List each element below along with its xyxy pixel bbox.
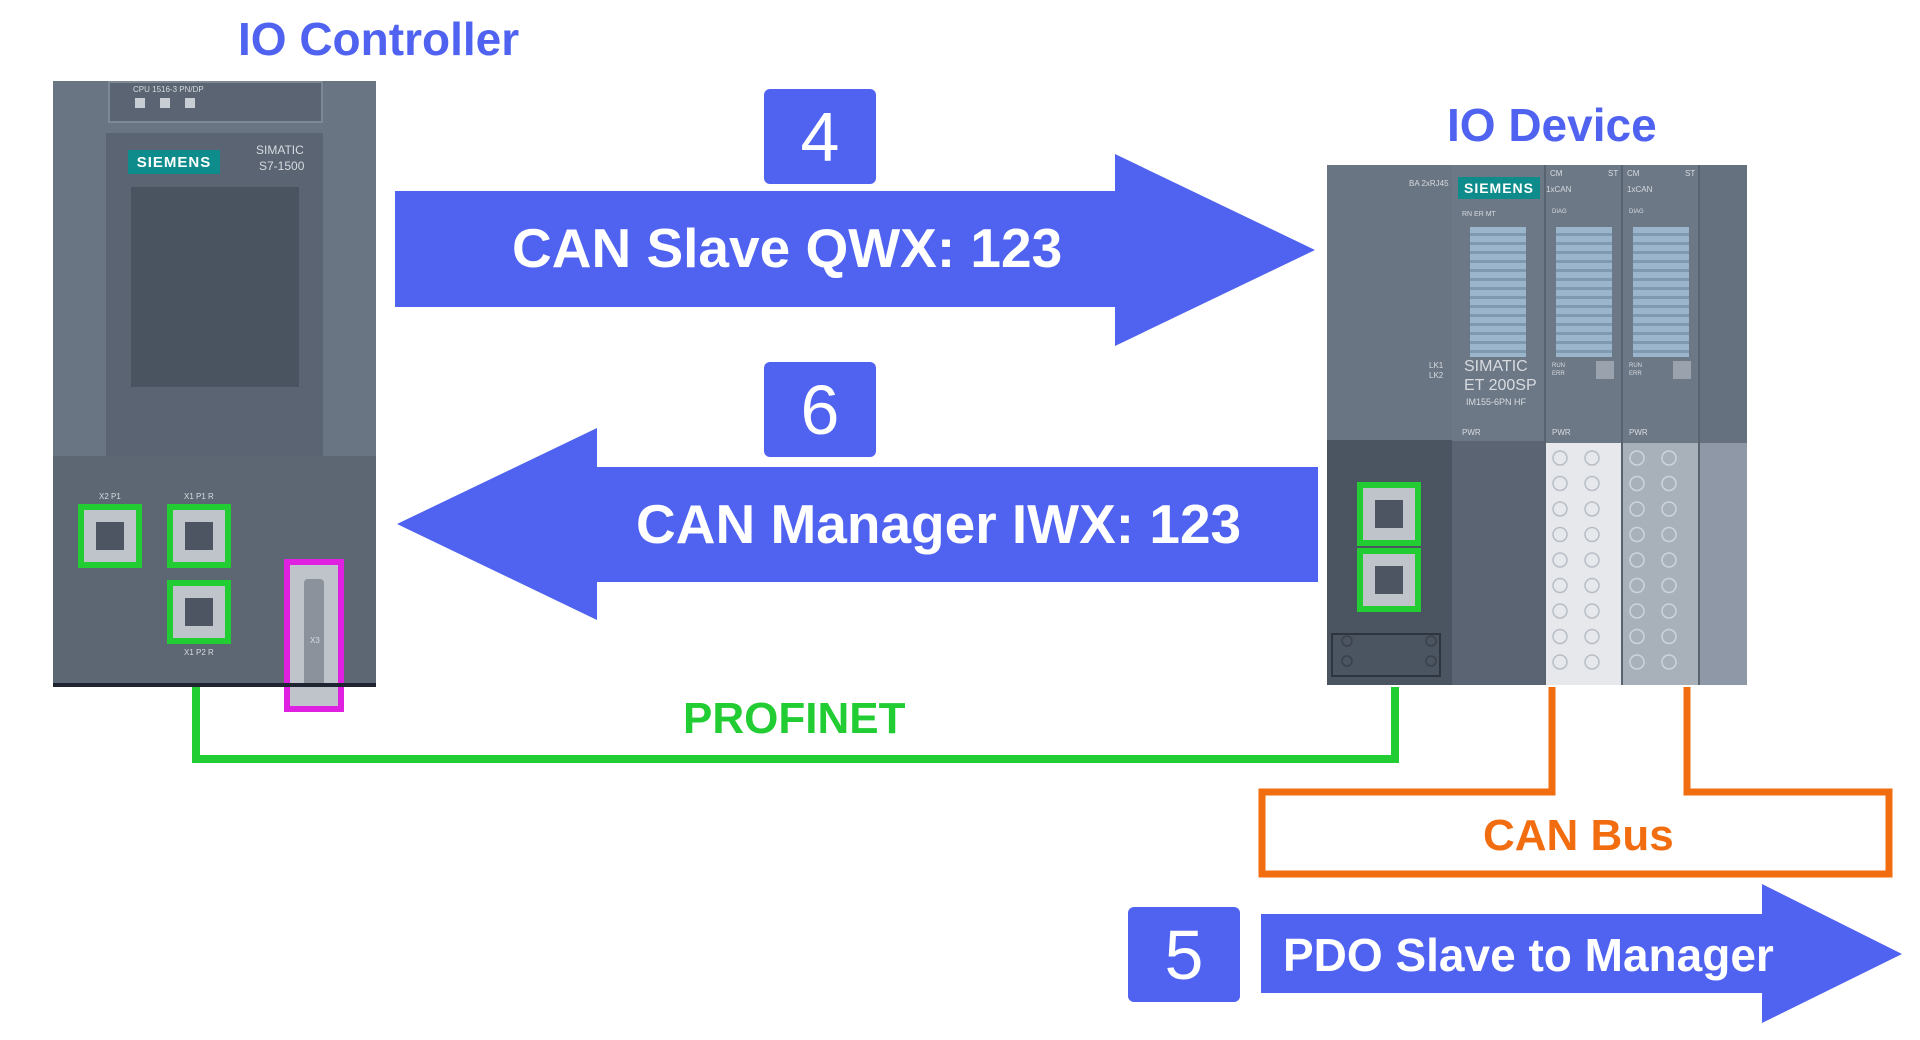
cm1-diag: DIAG — [1552, 209, 1567, 215]
arrow-left-iwx — [397, 428, 1318, 620]
im-series-2: ET 200SP — [1464, 377, 1537, 394]
profinet-label: PROFINET — [683, 694, 906, 743]
arrow-right-pdo — [1261, 884, 1902, 1023]
port-x1p1-label: X1 P1 R — [184, 492, 214, 501]
im-series-1: SIMATIC — [1464, 358, 1528, 375]
im-bottom — [1452, 441, 1544, 685]
cm2-cm-label: CM — [1627, 169, 1640, 178]
cm-can-module-1: CM ST 1xCAN DIAG RUN ERR PWR — [1544, 165, 1623, 685]
cm2-can-label: 1xCAN — [1627, 185, 1653, 194]
device-port-1[interactable] — [1357, 482, 1421, 546]
cm1-st-label: ST — [1608, 169, 1619, 178]
io-device-title: IO Device — [1447, 99, 1657, 151]
pdo-arrow-label: PDO Slave to Manager — [1283, 929, 1774, 981]
cm1-pwr: PWR — [1552, 428, 1571, 437]
cm2-pwr: PWR — [1629, 428, 1648, 437]
ba-module: BA 2xRJ45 LK1 LK2 — [1327, 165, 1454, 685]
step-6-badge: 6 — [764, 362, 876, 457]
device-siemens-logo: SIEMENS — [1458, 177, 1540, 199]
cm2-err: ERR — [1629, 371, 1642, 377]
plc-led-1 — [135, 98, 145, 108]
iwx-arrow-label: CAN Manager IWX: 123 — [636, 493, 1242, 555]
io-device-et200sp: BA 2xRJ45 LK1 LK2 SIEMENS RN ER MT SIMAT… — [1327, 165, 1747, 685]
can-bus-line-left — [1258, 687, 1893, 878]
plc-led-3 — [185, 98, 195, 108]
cm1-run: RUN — [1552, 363, 1565, 369]
step-5-badge: 5 — [1128, 907, 1240, 1002]
io-controller-title: IO Controller — [238, 13, 520, 65]
plc-bottom-edge — [53, 683, 376, 687]
lk2-label: LK2 — [1429, 371, 1444, 380]
step-4-badge: 4 — [764, 89, 876, 184]
plc-screen — [131, 187, 299, 387]
cm2-st-label: ST — [1685, 169, 1696, 178]
im-heatsink — [1470, 227, 1526, 357]
profinet-line — [192, 687, 1399, 763]
im-model: IM155-6PN HF — [1466, 397, 1527, 407]
ba-terminal-block — [1331, 633, 1441, 677]
port-x2p1-label: X2 P1 — [99, 492, 121, 501]
device-led-labels: RN ER MT — [1462, 211, 1496, 218]
cm2-heatsink — [1633, 227, 1689, 357]
arrow-right-qwx — [395, 154, 1315, 346]
interface-module: SIEMENS RN ER MT SIMATIC ET 200SP IM155-… — [1452, 165, 1544, 685]
ba-label: BA 2xRJ45 — [1409, 179, 1449, 188]
cm1-cm-label: CM — [1550, 169, 1563, 178]
plc-led-2 — [160, 98, 170, 108]
cm2-terminal — [1623, 443, 1700, 685]
port-x2p1[interactable] — [78, 504, 142, 568]
cm-can-module-2: CM ST 1xCAN DIAG RUN ERR PWR — [1621, 165, 1700, 685]
port-x1p2[interactable] — [167, 580, 231, 644]
server-module — [1698, 165, 1747, 685]
plc-model-label: CPU 1516-3 PN/DP — [133, 85, 204, 94]
plc-series-1: SIMATIC — [256, 143, 304, 157]
cm1-heatsink — [1556, 227, 1612, 357]
cm2-run: RUN — [1629, 363, 1642, 369]
im-pwr: PWR — [1462, 428, 1481, 437]
plc-siemens-logo: SIEMENS — [128, 150, 220, 174]
plc-port-panel: X2 P1 X1 P1 R X1 P2 R — [53, 456, 376, 712]
cm1-status-box — [1596, 361, 1614, 379]
plc-display-frame: SIEMENS SIMATIC S7-1500 — [106, 133, 323, 491]
port-x1p2-label: X1 P2 R — [184, 648, 214, 657]
port-x3-label: X3 — [310, 636, 320, 645]
io-controller-plc: CPU 1516-3 PN/DP SIEMENS SIMATIC S7-1500… — [53, 81, 376, 712]
plc-top-panel: CPU 1516-3 PN/DP — [108, 81, 323, 123]
qwx-arrow-label: CAN Slave QWX: 123 — [512, 217, 1063, 279]
port-x1p1[interactable] — [167, 504, 231, 568]
device-port-2[interactable] — [1357, 548, 1421, 612]
cm1-err: ERR — [1552, 371, 1565, 377]
can-bus-label: CAN Bus — [1483, 811, 1674, 860]
lk1-label: LK1 — [1429, 361, 1444, 370]
cm1-can-label: 1xCAN — [1546, 185, 1572, 194]
cm2-status-box — [1673, 361, 1691, 379]
cm2-diag: DIAG — [1629, 209, 1644, 215]
plc-series-2: S7-1500 — [259, 159, 305, 173]
cm1-terminal — [1546, 443, 1623, 685]
server-module-bottom — [1700, 443, 1747, 685]
